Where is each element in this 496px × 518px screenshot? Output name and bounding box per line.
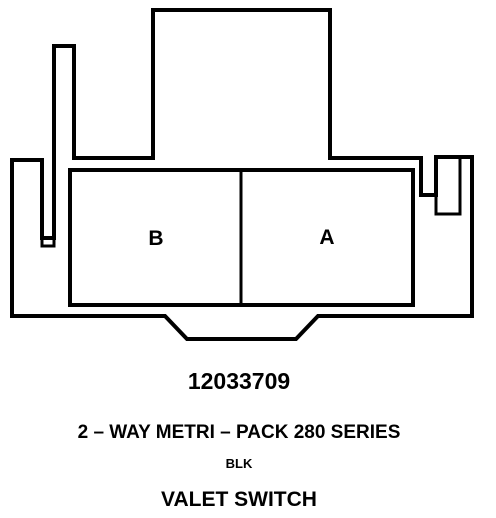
connector-housing-outline [10,8,474,341]
connector-series: 2 – WAY METRI – PACK 280 SERIES [77,422,401,443]
cavity-a-label: A [319,226,334,249]
right-latch [434,157,462,216]
connector-color: BLK [225,456,253,471]
left-latch [40,238,56,248]
circuit-function: VALET SWITCH [161,488,317,511]
cavity-b-label: B [148,227,163,250]
part-number: 12033709 [187,368,291,394]
